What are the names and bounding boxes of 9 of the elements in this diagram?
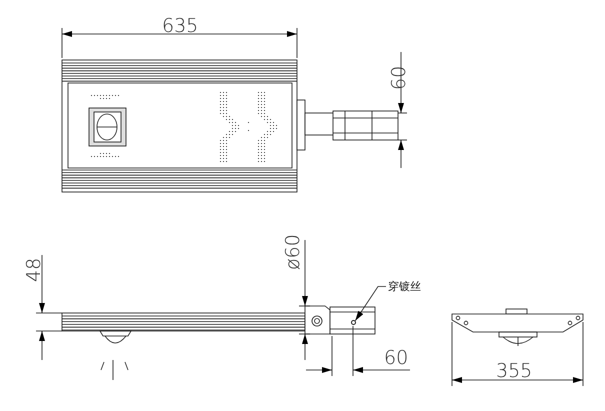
dimension-label: 60: [384, 349, 408, 368]
dimension-label: 355: [496, 362, 532, 381]
dimension-label: 60: [390, 66, 409, 90]
dimension-label: 635: [162, 17, 198, 36]
dimension-label: 48: [25, 258, 44, 282]
callout-label: 穿镀丝: [388, 281, 421, 292]
hole: [351, 320, 356, 325]
dimension-label: ø60: [284, 234, 303, 270]
leader-line: [354, 286, 386, 322]
